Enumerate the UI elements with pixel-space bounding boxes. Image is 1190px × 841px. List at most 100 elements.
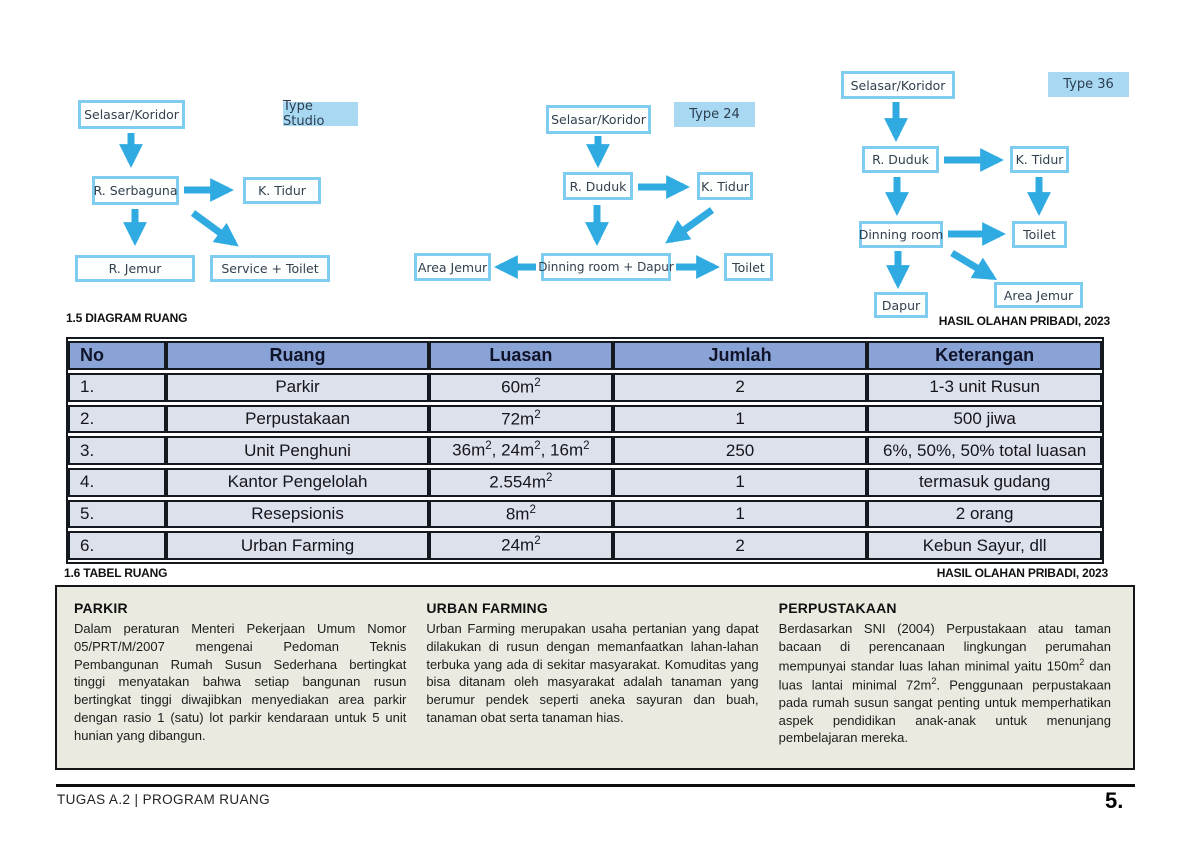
cell-luasan: 8m2 bbox=[428, 499, 613, 529]
cell-jumlah: 2 bbox=[612, 373, 868, 402]
cell-luasan: 60m2 bbox=[428, 373, 613, 402]
type24-node-areajemur: Area Jemur bbox=[414, 253, 491, 281]
node-label: Dapur bbox=[881, 297, 921, 313]
table-header-row: No Ruang Luasan Jumlah Keterangan bbox=[68, 341, 1102, 370]
note-title: PERPUSTAKAAN bbox=[778, 600, 897, 616]
studio-type-label: Type Studio bbox=[283, 99, 358, 129]
type36-node-ktidur: K. Tidur bbox=[1010, 146, 1069, 173]
node-label: K. Tidur bbox=[701, 178, 749, 194]
table-row: 1. Parkir 60m2 2 1-3 unit Rusun bbox=[68, 373, 1102, 402]
node-label: K. Tidur bbox=[1015, 152, 1064, 167]
type36-node-toilet: Toilet bbox=[1012, 221, 1067, 248]
cell-jumlah: 250 bbox=[612, 436, 868, 465]
header-keterangan: Keterangan bbox=[867, 341, 1102, 370]
table-row: 5. Resepsionis 8m2 1 2 orang bbox=[68, 499, 1102, 529]
cell-ruang: Urban Farming bbox=[166, 531, 429, 560]
cell-luasan: 24m2 bbox=[428, 531, 613, 560]
diagram-arrows bbox=[119, 102, 1051, 289]
cell-keterangan: 500 jiwa bbox=[867, 404, 1102, 434]
cell-luasan: 36m2, 24m2, 16m2 bbox=[428, 436, 613, 465]
page-number: 5. bbox=[1105, 788, 1124, 813]
cell-no: 1. bbox=[68, 373, 167, 402]
type36-node-rduduk: R. Duduk bbox=[862, 146, 939, 173]
section-label-tabel-ruang: 1.6 TABEL RUANG bbox=[64, 566, 168, 580]
studio-node-service-toilet: Service + Toilet bbox=[210, 255, 330, 282]
cell-no: 2. bbox=[68, 404, 167, 434]
cell-keterangan: 6%, 50%, 50% total luasan bbox=[867, 436, 1102, 465]
node-label: R. Duduk bbox=[569, 178, 627, 194]
cell-keterangan: Kebun Sayur, dll bbox=[867, 531, 1102, 560]
node-label: Toilet bbox=[732, 259, 765, 275]
studio-node-ktidur: K. Tidur bbox=[243, 177, 321, 204]
studio-node-selasar-koridor: Selasar/Koridor bbox=[78, 100, 185, 129]
cell-no: 3. bbox=[68, 436, 167, 465]
cell-luasan: 2.554m2 bbox=[428, 467, 613, 497]
node-label: R. Jemur bbox=[108, 261, 162, 276]
cell-ruang: Unit Penghuni bbox=[166, 436, 429, 465]
type24-node-dinning-dapur: Dinning room + Dapur bbox=[538, 253, 674, 281]
node-label: Area Jemur bbox=[1003, 287, 1074, 303]
type24-node-ktidur: K. Tidur bbox=[697, 172, 753, 200]
cell-ruang: Perpustakaan bbox=[166, 404, 429, 434]
type24-ktidur-to-dinning-arrow bbox=[665, 207, 715, 244]
studio-serbaguna-to-service-toilet-arrow bbox=[190, 210, 239, 247]
source-note-top: HASIL OLAHAN PRIBADI, 2023 bbox=[938, 314, 1110, 328]
table-row: 6. Urban Farming 24m2 2 Kebun Sayur, dll bbox=[68, 531, 1102, 560]
source-note-bottom: HASIL OLAHAN PRIBADI, 2023 bbox=[936, 566, 1108, 580]
header-no: No bbox=[68, 341, 167, 370]
table-row: 3. Unit Penghuni 36m2, 24m2, 16m2 250 6%… bbox=[68, 436, 1102, 465]
cell-ruang: Parkir bbox=[166, 373, 429, 402]
cell-jumlah: 1 bbox=[612, 467, 868, 497]
studio-node-serbaguna: R. Serbaguna bbox=[92, 176, 179, 205]
note-parkir: PARKIR Dalam peraturan Menteri Pekerjaan… bbox=[74, 600, 406, 758]
note-urban-farming: URBAN FARMING Urban Farming merupakan us… bbox=[426, 600, 758, 758]
table-row: 2. Perpustakaan 72m2 1 500 jiwa bbox=[68, 404, 1102, 434]
footer-divider bbox=[56, 784, 1135, 787]
node-label: Area Jemur bbox=[417, 259, 488, 275]
notes-panel: PARKIR Dalam peraturan Menteri Pekerjaan… bbox=[55, 585, 1135, 770]
node-label: K. Tidur bbox=[258, 183, 306, 198]
type-label-text: Type 24 bbox=[689, 107, 740, 122]
node-label: Selasar/Koridor bbox=[850, 77, 946, 93]
node-label: R. Serbaguna bbox=[93, 183, 178, 198]
room-diagrams: Selasar/Koridor Type Studio R. Serbaguna… bbox=[0, 0, 1190, 345]
node-label: Dinning room bbox=[858, 227, 944, 242]
type24-node-selasar-koridor: Selasar/Koridor bbox=[546, 105, 651, 134]
type36-node-dinning: Dinning room bbox=[859, 221, 943, 248]
node-label: Service + Toilet bbox=[221, 261, 319, 276]
node-label: R. Duduk bbox=[872, 152, 929, 167]
node-label: Selasar/Koridor bbox=[551, 112, 646, 127]
cell-keterangan: 2 orang bbox=[867, 499, 1102, 529]
note-body: Urban Farming merupakan usaha pertanian … bbox=[426, 621, 759, 725]
type36-type-label: Type 36 bbox=[1048, 72, 1129, 97]
header-luasan: Luasan bbox=[428, 341, 613, 370]
type24-node-rduduk: R. Duduk bbox=[563, 172, 633, 200]
table-row: 4. Kantor Pengelolah 2.554m2 1 termasuk … bbox=[68, 467, 1102, 497]
studio-node-rjemur: R. Jemur bbox=[75, 255, 195, 282]
type24-type-label: Type 24 bbox=[674, 102, 755, 127]
type-label-text: Type Studio bbox=[283, 99, 325, 129]
room-table: No Ruang Luasan Jumlah Keterangan 1. Par… bbox=[66, 337, 1104, 564]
cell-jumlah: 1 bbox=[612, 499, 868, 529]
cell-keterangan: termasuk gudang bbox=[867, 467, 1102, 497]
cell-jumlah: 2 bbox=[612, 531, 868, 560]
note-body: Berdasarkan SNI (2004) Perpustakaan atau… bbox=[778, 621, 1111, 746]
cell-no: 6. bbox=[68, 531, 167, 560]
cell-ruang: Kantor Pengelolah bbox=[166, 467, 429, 497]
type36-node-dapur: Dapur bbox=[874, 292, 928, 318]
cell-luasan: 72m2 bbox=[428, 404, 613, 434]
section-label-diagram-ruang: 1.5 DIAGRAM RUANG bbox=[66, 311, 188, 325]
type36-dinning-to-areajemur-arrow bbox=[950, 249, 998, 281]
cell-keterangan: 1-3 unit Rusun bbox=[867, 373, 1102, 402]
type36-node-selasar-koridor: Selasar/Koridor bbox=[841, 71, 955, 99]
header-ruang: Ruang bbox=[166, 341, 429, 370]
cell-ruang: Resepsionis bbox=[166, 499, 429, 529]
note-title: URBAN FARMING bbox=[426, 600, 548, 616]
node-label: Selasar/Koridor bbox=[84, 107, 179, 122]
type-label-text: Type 36 bbox=[1063, 77, 1114, 92]
note-title: PARKIR bbox=[74, 600, 128, 616]
cell-no: 5. bbox=[68, 499, 167, 529]
type24-node-toilet: Toilet bbox=[724, 253, 773, 281]
note-perpustakaan: PERPUSTAKAAN Berdasarkan SNI (2004) Perp… bbox=[779, 600, 1111, 758]
